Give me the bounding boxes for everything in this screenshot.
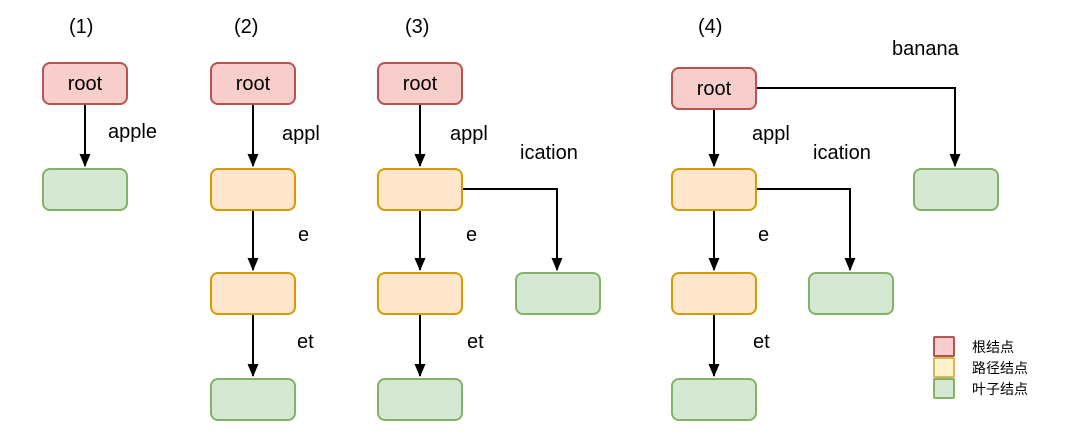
tree3-stage-label: (3) bbox=[405, 16, 430, 38]
tree2-leaf-et bbox=[210, 378, 296, 421]
edge-tree4-banana bbox=[757, 87, 961, 167]
tree1-stage-label: (1) bbox=[69, 16, 94, 38]
edge-label-tree2-e: e bbox=[298, 224, 310, 246]
tree4-leaf-banana bbox=[913, 168, 999, 211]
legend-label-root: 根结点 bbox=[972, 338, 1014, 355]
legend-row-leaf: 叶子结点 bbox=[933, 378, 1028, 399]
tree1-leaf-apple bbox=[42, 168, 128, 211]
edge-label-tree4-e: e bbox=[758, 224, 770, 246]
tree4-leaf-ication bbox=[808, 272, 894, 315]
tree3-leaf-et bbox=[377, 378, 463, 421]
legend-row-root: 根结点 bbox=[933, 336, 1028, 357]
edge-label-tree3-ication: ication bbox=[520, 142, 578, 164]
tree2-path-node-appl bbox=[210, 168, 296, 211]
tree4-root-node: root bbox=[671, 67, 757, 110]
tree4-path-node-appl bbox=[671, 168, 757, 211]
tree1-root-node: root bbox=[42, 62, 128, 105]
legend-label-path: 路径结点 bbox=[972, 359, 1028, 376]
edge-label-tree4-banana: banana bbox=[892, 38, 959, 60]
edge-tree3-ication bbox=[463, 188, 563, 271]
legend-swatch-root-icon bbox=[933, 336, 955, 357]
edge-label-tree3-appl: appl bbox=[450, 123, 488, 145]
tree3-leaf-ication bbox=[515, 272, 601, 315]
edge-label-tree2-et: et bbox=[297, 331, 314, 353]
tree4-leaf-et bbox=[671, 378, 757, 421]
tree4-stage-label: (4) bbox=[698, 16, 723, 38]
edge-tree4-ication bbox=[757, 188, 856, 271]
edge-label-tree3-e: e bbox=[466, 224, 478, 246]
edge-label-tree4-ication: ication bbox=[813, 142, 871, 164]
legend-swatch-leaf-icon bbox=[933, 378, 955, 399]
tree4-path-node-e bbox=[671, 272, 757, 315]
tree3-root-node: root bbox=[377, 62, 463, 105]
legend: 根结点 路径结点 叶子结点 bbox=[933, 336, 1028, 399]
edge-label-tree2-appl: appl bbox=[282, 123, 320, 145]
legend-row-path: 路径结点 bbox=[933, 357, 1028, 378]
tree2-path-node-e bbox=[210, 272, 296, 315]
tree3-path-node-e bbox=[377, 272, 463, 315]
tree2-root-node: root bbox=[210, 62, 296, 105]
edge-label-apple: apple bbox=[108, 121, 157, 143]
legend-swatch-path-icon bbox=[933, 357, 955, 378]
legend-label-leaf: 叶子结点 bbox=[972, 380, 1028, 397]
edge-label-tree3-et: et bbox=[467, 331, 484, 353]
tree3-path-node-appl bbox=[377, 168, 463, 211]
edge-label-tree4-appl: appl bbox=[752, 123, 790, 145]
edge-label-tree4-et: et bbox=[753, 331, 770, 353]
tree2-stage-label: (2) bbox=[234, 16, 259, 38]
